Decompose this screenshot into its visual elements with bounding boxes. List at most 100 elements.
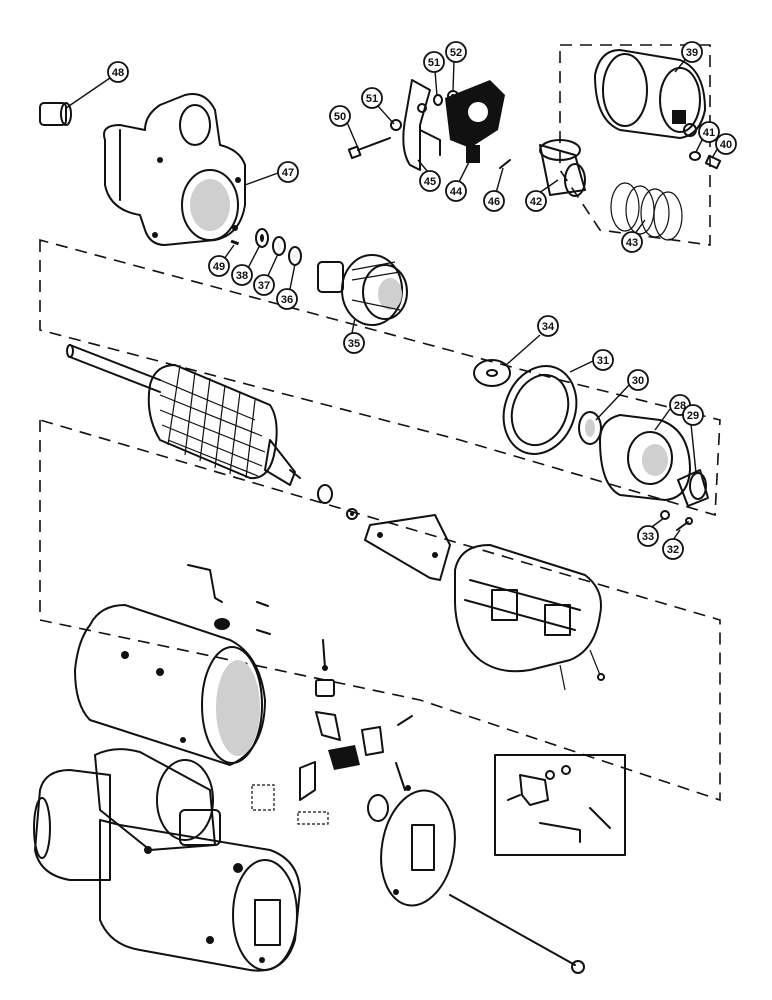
washer-37 [272,236,286,256]
armature [66,344,301,486]
washer-34 [473,359,511,387]
callout-38: 38 [231,264,253,286]
group-outline-field-frame [39,418,721,802]
svg-text:51: 51 [428,57,440,69]
pin-49 [230,239,240,246]
svg-text:46: 46 [488,196,500,208]
svg-text:39: 39 [686,47,698,59]
washer-51-lower [390,119,402,131]
plate-44 [445,80,505,163]
end-frame-28 [599,414,691,501]
callout-31: 31 [592,349,614,371]
svg-text:52: 52 [450,47,462,59]
screw-small [256,601,269,607]
spring-small [395,762,406,791]
svg-text:29: 29 [687,410,699,422]
bolt-50 [347,137,391,160]
callout-50: 50 [329,105,351,127]
callout-34: 34 [537,315,559,337]
pin-46 [499,159,511,169]
callout-45: 45 [419,170,441,192]
svg-text:48: 48 [112,67,124,79]
callout-41: 41 [698,121,720,143]
callout-36: 36 [276,288,298,310]
brush-spring [299,761,316,801]
bushing-29 [677,469,709,507]
end-plate [380,785,456,907]
seal-30 [578,411,602,445]
group-outline-armature [39,238,721,517]
shift-lever-45 [402,79,441,171]
leader-lines [65,59,720,541]
end-screw [346,508,358,520]
callout-47: 47 [277,161,299,183]
callout-51-lower: 51 [361,87,383,109]
dotted-parts [251,784,329,825]
inset-box [494,754,626,856]
spring-43 [610,182,683,241]
screw-small-2 [256,629,271,635]
thrust-washer [317,484,333,504]
washer-36 [288,246,302,266]
bracket-clip [187,564,223,603]
svg-text:51: 51 [366,93,378,105]
screw-32 [676,517,693,531]
gasket-31 [502,365,578,455]
plug [214,618,230,630]
callout-37: 37 [253,274,275,296]
svg-text:33: 33 [642,531,654,543]
bushing-48 [39,102,72,126]
callout-35: 35 [343,332,365,354]
svg-text:31: 31 [597,355,609,367]
washer-41 [689,151,701,161]
assembled-starter [33,748,301,972]
group-outline-solenoid [559,44,711,246]
drive-pinion-35 [317,254,408,326]
svg-text:41: 41 [703,127,715,139]
svg-text:38: 38 [236,270,248,282]
drive-housing-47 [103,93,246,246]
pole-shoe [364,514,451,581]
washer-51-upper [433,94,443,106]
svg-text:35: 35 [348,338,360,350]
svg-text:43: 43 [626,237,638,249]
svg-text:36: 36 [281,294,293,306]
bushing-end [367,794,389,822]
callout-49: 49 [208,255,230,277]
svg-text:42: 42 [530,196,542,208]
brush-black [328,745,360,770]
washer-33 [660,510,670,520]
svg-text:34: 34 [542,321,555,333]
callout-33: 33 [637,525,659,547]
through-bolt [449,894,585,974]
brush-holder-2 [361,726,384,756]
screw-40 [704,154,722,170]
svg-text:32: 32 [667,544,679,556]
terminal-nut [315,679,335,697]
callout-44: 44 [445,180,467,202]
svg-text:44: 44 [450,186,463,198]
callout-48: 48 [107,61,129,83]
callout-29: 29 [682,404,704,426]
callout-52: 52 [445,41,467,63]
svg-text:28: 28 [674,400,686,412]
callout-42: 42 [525,190,547,212]
callout-46: 46 [483,190,505,212]
plunger-42 [539,139,586,197]
svg-text:40: 40 [720,139,732,151]
callout-51-upper: 51 [423,51,445,73]
screw-3 [397,715,413,726]
svg-text:49: 49 [213,261,225,273]
svg-text:45: 45 [424,176,436,188]
field-frame [74,604,266,766]
svg-text:30: 30 [632,375,644,387]
svg-text:50: 50 [334,111,346,123]
solenoid-39 [594,49,706,139]
washer-38 [255,228,269,248]
field-coils [454,544,605,691]
callout-32: 32 [662,538,684,560]
svg-text:37: 37 [258,280,270,292]
callout-30: 30 [627,369,649,391]
callout-43: 43 [621,231,643,253]
